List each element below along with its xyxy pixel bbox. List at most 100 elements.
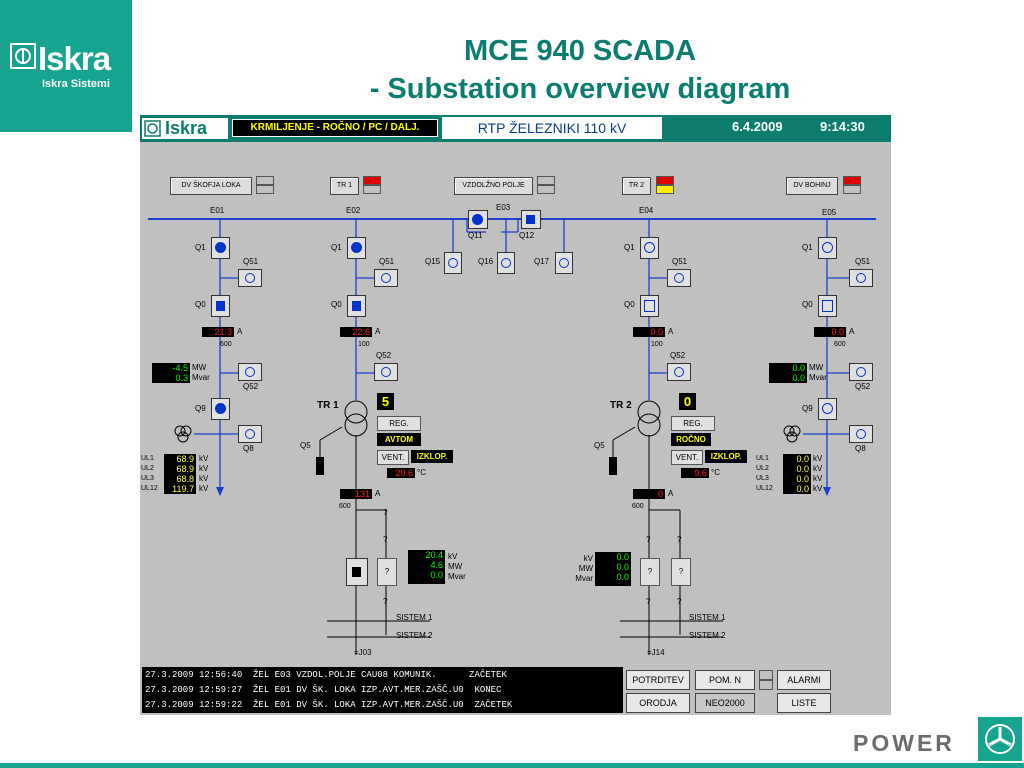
earthing-switch-q51[interactable] — [238, 269, 262, 287]
disconnector-q1-open[interactable] — [818, 237, 837, 259]
open-state-icon — [245, 367, 255, 377]
unit-label: MW — [809, 363, 824, 372]
regulation-mode-indicator[interactable]: ROČNO — [671, 433, 711, 446]
disconnector-q1-open[interactable] — [640, 237, 659, 259]
ul-labels: UL1 UL2 UL3 UL12 — [141, 454, 158, 494]
orodja-button[interactable]: ORODJA — [626, 693, 690, 713]
earthing-switch-q16[interactable] — [497, 252, 515, 274]
unit-label: A — [375, 327, 381, 336]
tr2-mvar-value: 0.0 — [616, 572, 629, 582]
unknown-state-label: ? — [677, 597, 682, 606]
feeder5-current-value: 0.0 — [814, 327, 846, 337]
bay-button-bohinj[interactable]: DV BOHINJ — [786, 177, 838, 195]
neutral-earthing-symbol — [316, 457, 324, 475]
tr2-lv-measurements: 0.0 0.0 0.0 — [595, 552, 631, 586]
earthing-switch-q52[interactable] — [849, 363, 873, 381]
reg-button[interactable]: REG. — [671, 416, 715, 431]
switch-label: Q5 — [300, 441, 311, 450]
breaker-q0-closed[interactable] — [347, 295, 366, 317]
switch-label: Q9 — [195, 404, 206, 413]
disconnector-q11-closed[interactable] — [468, 210, 488, 229]
disconnector-q9-open[interactable] — [818, 398, 837, 420]
breaker-q12-closed[interactable] — [521, 210, 541, 229]
unit-label: A — [668, 489, 674, 498]
log-row[interactable]: 27.3.2009 12:59:27 ŽEL E01 DV ŠK. LOKA I… — [145, 685, 502, 695]
switch-label: Q16 — [478, 257, 494, 266]
switch-label: Q51 — [379, 257, 395, 266]
voltage-value: 0.0 — [796, 484, 809, 494]
bay-alarm-led — [363, 176, 381, 185]
tr1-lv-current-value: 131 — [340, 489, 372, 499]
tr1-mw-value: 4.6 — [430, 560, 443, 570]
open-state-icon — [644, 300, 655, 312]
closed-state-icon — [215, 242, 226, 253]
bay-status-led — [537, 176, 555, 185]
neo2000-button[interactable]: NEO2000 — [695, 693, 755, 713]
control-mode-indicator[interactable]: KRMILJENJE - ROČNO / PC / DALJ. — [232, 119, 438, 137]
feeder1-mvar-value: 0.3 — [175, 373, 188, 383]
unknown-state-box[interactable]: ? — [377, 558, 397, 586]
switch-label: Q15 — [425, 257, 441, 266]
bay-status-led — [256, 185, 274, 194]
switch-label: Q0 — [331, 300, 342, 309]
disconnector-q9-closed[interactable] — [211, 398, 230, 420]
bay-button-tr1[interactable]: TR 1 — [330, 177, 359, 195]
pom-n-button[interactable]: POM. N — [695, 670, 755, 690]
earthing-switch-q8[interactable] — [238, 425, 262, 443]
bay-button-tr2[interactable]: TR 2 — [622, 177, 651, 195]
event-log[interactable]: 27.3.2009 12:56:40 ŽEL E03 VZDOL.POLJE C… — [142, 667, 623, 713]
vent-button[interactable]: VENT. — [671, 450, 703, 465]
log-row[interactable]: 27.3.2009 12:59:22 ŽEL E01 DV ŠK. LOKA I… — [145, 700, 513, 710]
liste-button[interactable]: LISTE — [777, 693, 831, 713]
breaker-q0-closed[interactable] — [211, 295, 230, 317]
alarmi-button[interactable]: ALARMI — [777, 670, 831, 690]
potrditev-button[interactable]: POTRDITEV — [626, 670, 690, 690]
log-row[interactable]: 27.3.2009 12:56:40 ŽEL E03 VZDOL.POLJE C… — [145, 670, 507, 680]
iskra-logo-icon — [144, 120, 161, 137]
earthing-switch-q52[interactable] — [374, 363, 398, 381]
unit-label: A — [375, 489, 381, 498]
switch-label: Q8 — [855, 444, 866, 453]
switch-label: Q52 — [376, 351, 392, 360]
unknown-state-box[interactable]: ? — [640, 558, 660, 586]
bay-button-skofja-loka[interactable]: DV ŠKOFJA LOKA — [170, 177, 252, 195]
open-state-icon — [448, 258, 458, 268]
open-state-icon — [674, 367, 684, 377]
unknown-state-label: ? — [646, 535, 651, 544]
neutral-earthing-symbol — [609, 457, 617, 475]
status-led — [759, 670, 773, 680]
breaker-q0-open[interactable] — [818, 295, 837, 317]
feeder5-mw-value: 0.0 — [792, 363, 805, 373]
regulation-mode-indicator[interactable]: AVTOM — [377, 433, 421, 446]
earthing-switch-q52[interactable] — [667, 363, 691, 381]
bay-button-vzdolzno-polje[interactable]: VZDOLŽNO POLJE — [454, 177, 533, 195]
unit-label: A — [668, 327, 674, 336]
earthing-switch-q15[interactable] — [444, 252, 462, 274]
earthing-switch-q51[interactable] — [849, 269, 873, 287]
earthing-switch-q51[interactable] — [667, 269, 691, 287]
reg-button[interactable]: REG. — [377, 416, 421, 431]
voltage-value: 119.7 — [172, 484, 194, 494]
tr1-kv-value: 20.4 — [425, 550, 443, 560]
earthing-switch-q52[interactable] — [238, 363, 262, 381]
vent-button[interactable]: VENT. — [377, 450, 409, 465]
ul-label: UL12 — [141, 485, 158, 492]
earthing-switch-q51[interactable] — [374, 269, 398, 287]
tr1-temperature-value: 29.6 — [387, 468, 415, 478]
station-name: RTP ŽELEZNIKI 110 kV — [442, 117, 662, 139]
disconnector-q1-closed[interactable] — [211, 237, 230, 259]
breaker-q0-open[interactable] — [640, 295, 659, 317]
switch-label: Q5 — [594, 441, 605, 450]
earthing-switch-q17[interactable] — [555, 252, 573, 274]
switch-label: Q52 — [670, 351, 686, 360]
unknown-state-box[interactable]: ? — [671, 558, 691, 586]
lv-breaker-closed[interactable] — [346, 558, 368, 586]
open-state-icon — [822, 300, 833, 312]
open-state-icon — [856, 429, 866, 439]
voltage-value: 68.9 — [176, 454, 194, 464]
unit-label: kV — [199, 474, 209, 483]
earthing-switch-q8[interactable] — [849, 425, 873, 443]
disconnector-q1-closed[interactable] — [347, 237, 366, 259]
switch-label: Q51 — [855, 257, 871, 266]
ul-label: UL1 — [756, 455, 769, 462]
